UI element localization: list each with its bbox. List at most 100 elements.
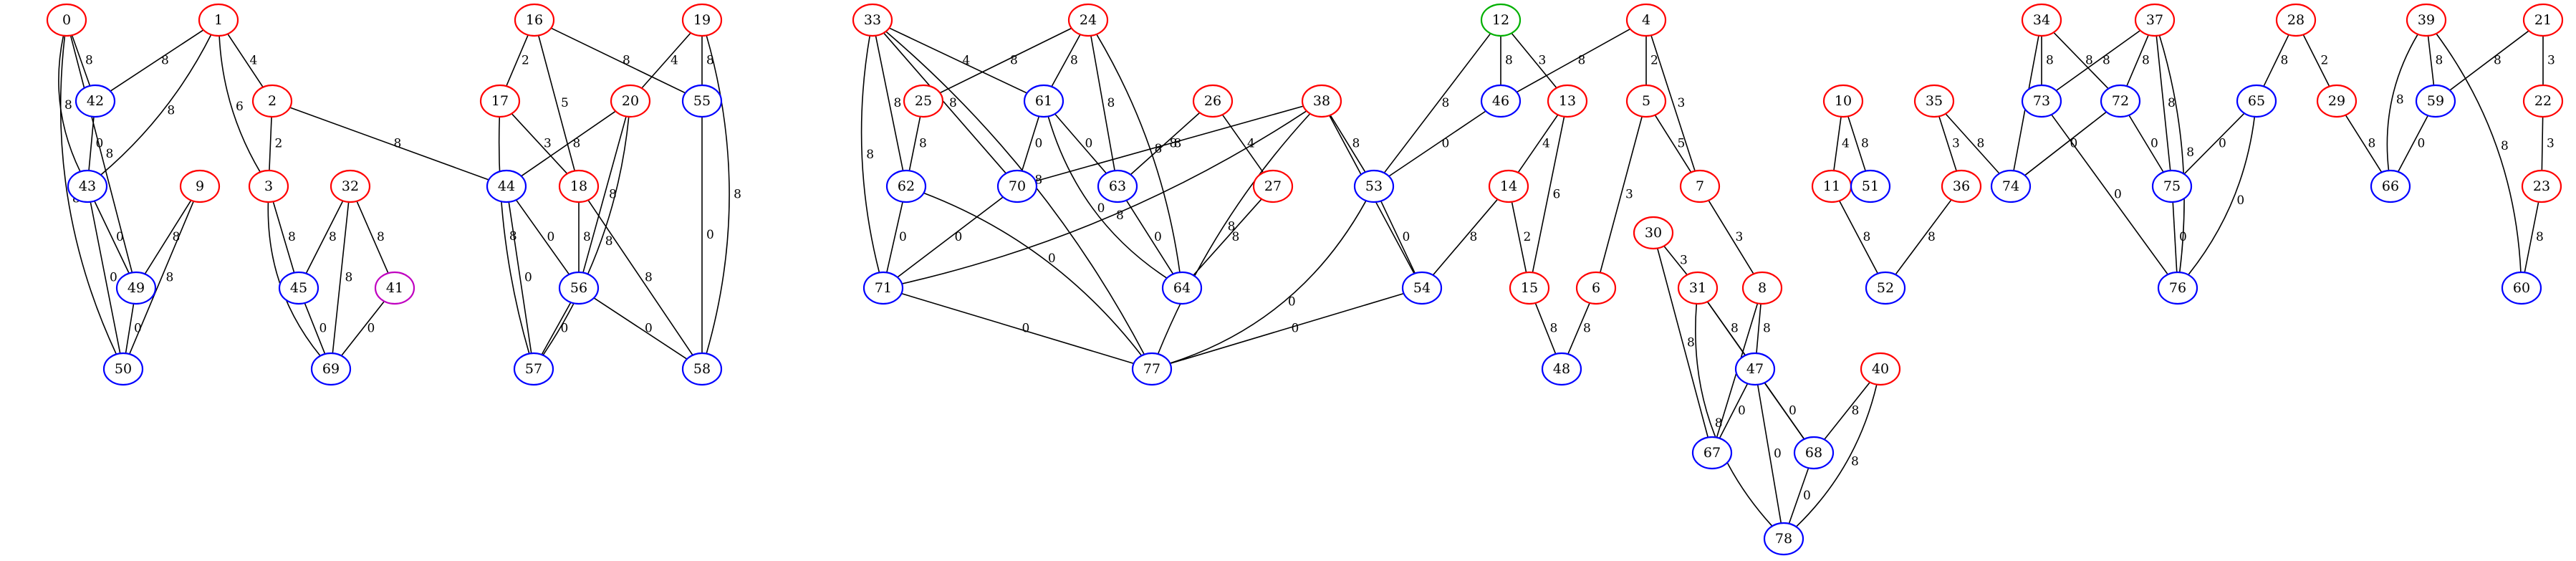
edge-line [218,35,261,173]
node-ellipse [1480,84,1522,118]
edge-line [2397,115,2429,173]
node-25: 25 [903,84,944,118]
edge-weight-label: 8 [173,230,181,244]
edge-19-58: 8 [706,35,741,354]
edge-weight-label: 2 [275,137,283,151]
edge-line [1157,113,1311,355]
edge-16-55: 8 [550,27,686,94]
edge-1-3: 6 [218,35,261,173]
edge-62-71: 0 [886,201,907,273]
edge-line [125,303,135,354]
node-ellipse [1625,84,1667,118]
node-label: 34 [2033,12,2050,28]
edge-weight-label: 8 [329,230,337,244]
edge-weight-label: 8 [1928,230,1936,244]
edge-line [1432,198,1499,276]
node-42: 42 [75,84,116,118]
edge-31-78: 8 [1695,303,1773,527]
edge-line [305,200,344,274]
node-71: 71 [862,271,904,305]
edge-weight-label: 0 [1774,447,1782,461]
edge-line [1756,384,1782,524]
edge-line [1054,113,1107,174]
edge-weight-label: 0 [899,230,907,244]
node-ellipse [2157,271,2198,305]
edge-line [332,201,350,354]
node-ellipse [1941,169,1982,203]
edge-weight-label: 2 [1650,54,1658,68]
edge-line [269,116,272,171]
node-ellipse [248,169,289,203]
edge-line [1824,381,1870,441]
edge-line [506,34,529,87]
edge-weight-label: 8 [1851,455,1859,469]
node-label: 17 [491,93,509,109]
edge-line [508,201,532,354]
edge-weight-label: 0 [1803,489,1811,503]
node-0: 0 [46,3,87,37]
edge-26-63: 8 [1130,112,1201,176]
node-60: 60 [2501,271,2542,305]
node-label: 30 [1645,225,1662,241]
node-ellipse [2236,84,2277,118]
edge-weight-label: 8 [2281,54,2289,68]
edge-line [88,116,95,171]
edge-weight-label: 8 [1442,96,1450,110]
edge-line [1695,303,1773,527]
edge-13-15: 6 [1532,116,1565,273]
node-ellipse [885,169,927,203]
edge-34-73: 8 [2041,36,2054,85]
node-label: 74 [2002,178,2019,194]
node-52: 52 [1865,271,1906,305]
node-29: 29 [2316,84,2358,118]
edge-weight-label: 8 [1578,54,1586,68]
node-label: 20 [622,93,639,109]
node-7: 7 [1679,169,1721,203]
edge-line [1021,116,1040,171]
node-32: 32 [330,169,371,203]
node-67: 67 [1691,436,1733,470]
edge-weight-label: 8 [1116,208,1124,223]
node-61: 61 [1023,84,1064,118]
node-ellipse [1067,3,1109,37]
edge-24-25: 8 [939,27,1072,94]
edge-9-49: 8 [144,200,192,274]
edge-line [1221,114,1264,173]
node-3: 3 [248,169,289,203]
edge-55-58: 0 [701,117,714,353]
node-ellipse [198,3,239,37]
edge-12-46: 8 [1500,36,1513,85]
node-ellipse [1023,84,1064,118]
node-38: 38 [1301,84,1342,118]
edge-weight-label: 0 [134,322,142,336]
edge-42-43: 0 [88,116,103,171]
edge-weight-label: 2 [2321,54,2329,68]
edge-33-62: 8 [875,35,904,171]
edge-line [1708,200,1754,274]
edge-weight-label: 8 [166,271,174,285]
edge-19-20: 4 [641,32,691,89]
node-33: 33 [852,3,893,37]
edge-56-58: 0 [593,297,688,360]
edge-line [2126,34,2149,87]
edge-1-42: 8 [110,29,204,92]
edge-weight-label: 8 [1550,322,1558,336]
edge-line [908,116,921,171]
edge-23-60: 8 [2524,201,2544,273]
edge-weight-label: 8 [1174,137,1182,151]
edge-weight-label: 8 [605,234,613,249]
edge-21-59: 8 [2449,30,2529,91]
edge-line [2128,115,2164,173]
node-ellipse [67,169,108,203]
node-ellipse [852,3,893,37]
node-23: 23 [2521,169,2562,203]
edge-56-57: 0 [541,302,572,355]
edge-13-14: 4 [1517,114,1559,173]
edge-weight-label: 8 [1107,96,1115,110]
edge-weight-label: 8 [734,188,741,202]
edge-weight-label: 0 [955,230,963,244]
edge-weight-label: 8 [1687,336,1695,350]
node-8: 8 [1741,271,1783,305]
node-43: 43 [67,169,108,203]
node-ellipse [2370,169,2411,203]
